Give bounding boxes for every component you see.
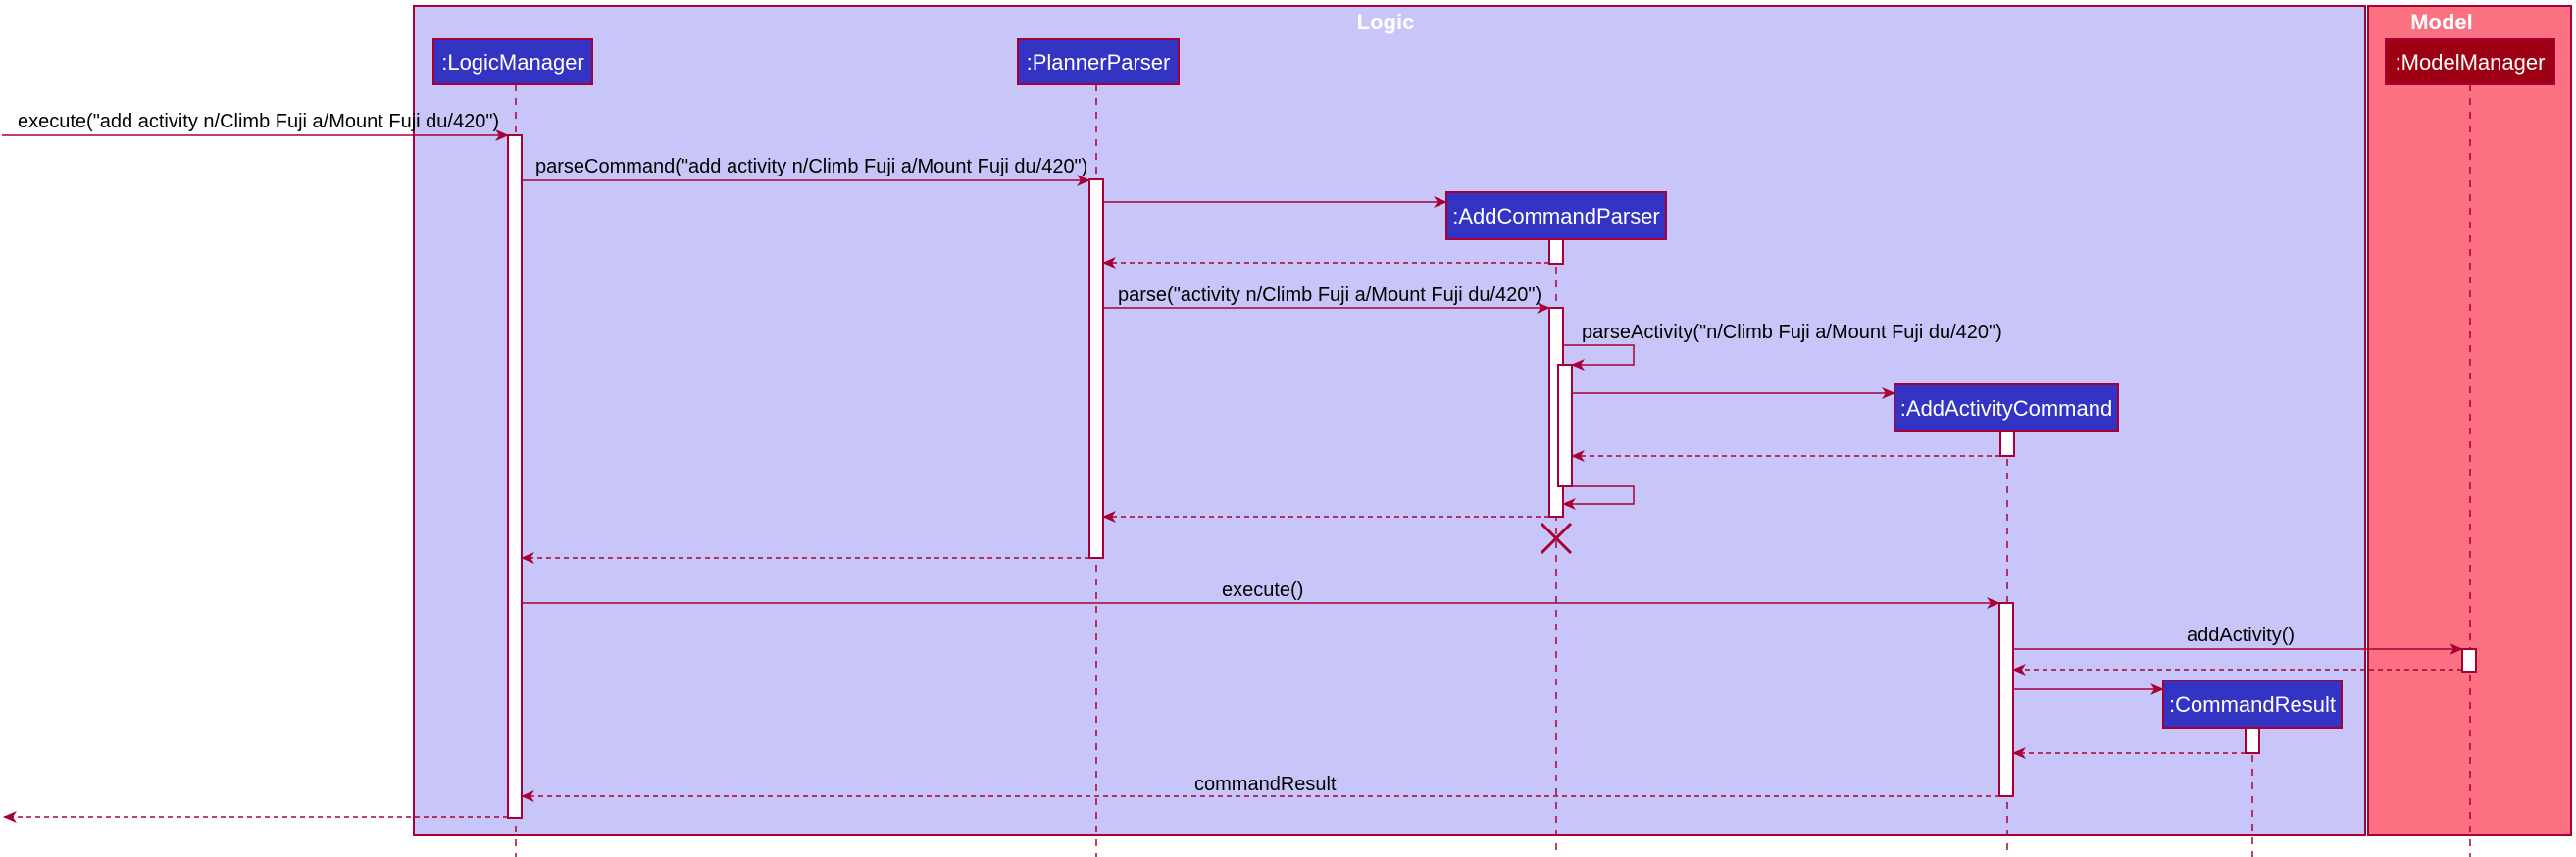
label-parse-command: parseCommand("add activity n/Climb Fuji … <box>535 156 1087 177</box>
activation-add-activity-command-create <box>1999 430 2015 457</box>
group-logic-title: Logic <box>1357 10 1415 34</box>
activations <box>507 134 2477 819</box>
label-command-result: commandResult <box>1194 774 1337 795</box>
label-execute: execute() <box>1222 580 1303 601</box>
participant-label: :PlannerParser <box>1027 50 1171 75</box>
participant-planner-parser: :PlannerParser <box>1017 38 1180 85</box>
activation-add-command-parser-nested <box>1557 364 1573 487</box>
participant-logic-manager: :LogicManager <box>432 38 593 85</box>
label-add-activity: addActivity() <box>2187 625 2295 646</box>
activation-add-activity-command-execute <box>1998 602 2014 797</box>
arrow-self-return <box>1562 485 1635 510</box>
activation-model-manager <box>2461 648 2477 673</box>
activation-command-result <box>2245 727 2260 754</box>
participant-label: :CommandResult <box>2169 692 2336 717</box>
activation-add-command-parser-create <box>1548 238 1564 265</box>
participant-label: :ModelManager <box>2396 50 2546 75</box>
participant-model-manager: :ModelManager <box>2385 38 2555 85</box>
participant-label: :AddCommandParser <box>1452 204 1660 228</box>
participant-label: :LogicManager <box>441 50 584 75</box>
label-execute-call: execute("add activity n/Climb Fuji a/Mou… <box>18 111 499 132</box>
messages: execute("add activity n/Climb Fuji a/Mou… <box>2 111 2463 823</box>
label-parse-activity: parseActivity("n/Climb Fuji a/Mount Fuji… <box>1582 322 2002 343</box>
participant-add-activity-command: :AddActivityCommand <box>1894 383 2119 432</box>
group-model-title: Model <box>2410 10 2473 34</box>
activation-logic-manager <box>507 134 523 819</box>
participant-command-result: :CommandResult <box>2162 680 2343 729</box>
participant-label: :AddActivityCommand <box>1900 396 2112 421</box>
participant-add-command-parser: :AddCommandParser <box>1445 191 1667 240</box>
activation-planner-parser <box>1088 178 1104 559</box>
arrow-parse-activity <box>1563 344 1635 371</box>
destroy-icon <box>1540 522 1573 555</box>
label-parse: parse("activity n/Climb Fuji a/Mount Fuj… <box>1118 284 1541 306</box>
